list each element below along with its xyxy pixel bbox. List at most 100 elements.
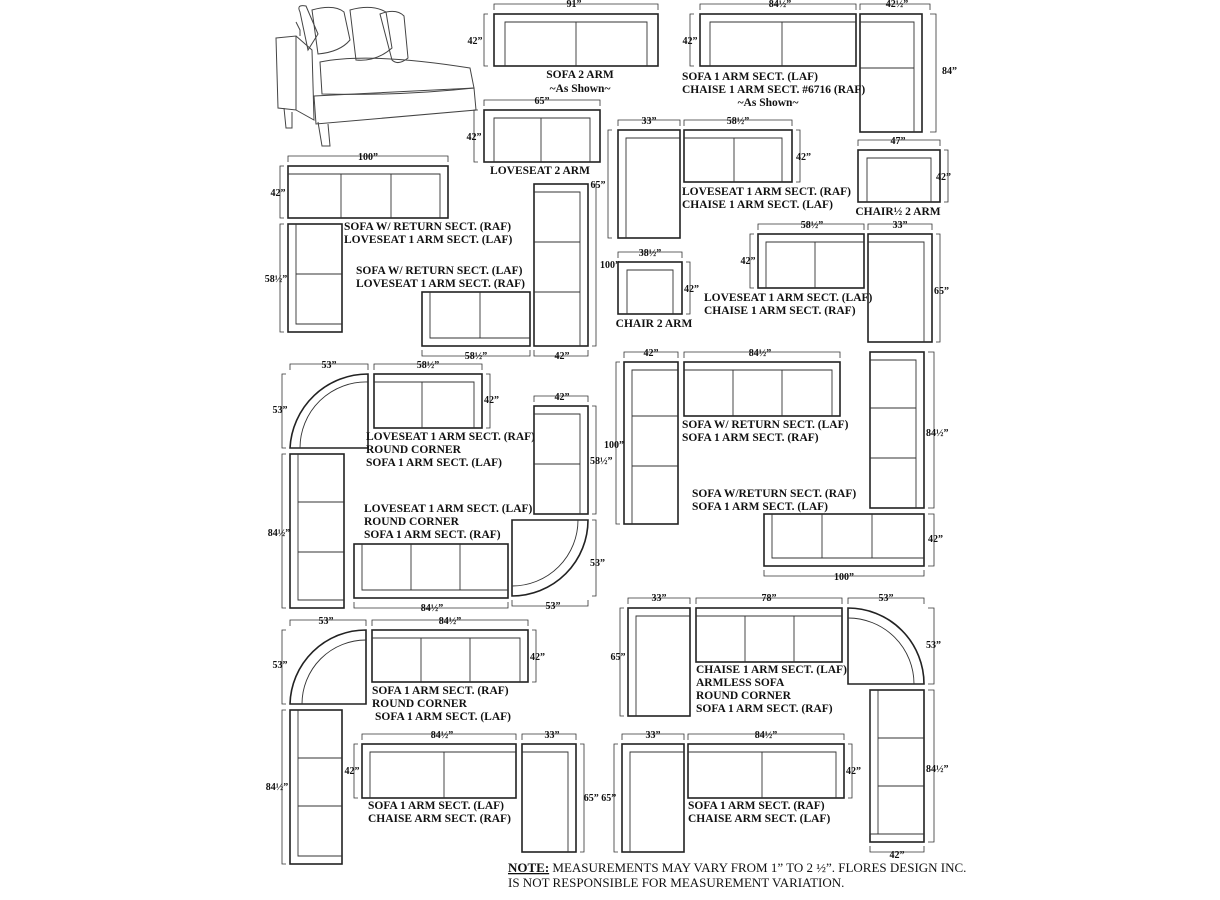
sofa-sketch-image	[275, 5, 477, 147]
dim-sofa-raf-width-2: 84½”	[421, 603, 444, 614]
dim-sofa-2-arm-depth: 42”	[468, 36, 483, 47]
label-sec2-line1: LOVESEAT 1 ARM SECT. (RAF)	[682, 186, 851, 198]
dim-loveseat-raf-depth: 42”	[796, 152, 811, 163]
dim-loveseat-laf-length: 58½”	[265, 274, 288, 285]
dim-chaise-raf-width-2: 33”	[893, 220, 908, 231]
label-sec1-line2: CHAISE 1 ARM SECT. #6716 (RAF)	[682, 84, 865, 96]
label-sec10-line1: CHAISE 1 ARM SECT. (LAF)	[696, 664, 847, 676]
dim-sofa-laf-width-5: 84½”	[431, 730, 454, 741]
dim-loveseat-raf-width: 58½”	[727, 116, 750, 127]
dim-chaise-laf-width: 33”	[642, 116, 657, 127]
note-label: NOTE:	[508, 860, 549, 875]
label-sec3-line2: LOVESEAT 1 ARM SECT. (LAF)	[344, 234, 513, 246]
dim-sofa-laf-length-1: 84½”	[268, 528, 291, 539]
label-chair-half: CHAIR½ 2 ARM	[855, 206, 940, 218]
dim-sofa-return-raf-depth-2: 42”	[928, 534, 943, 545]
dim-chair-width: 38½”	[639, 248, 662, 259]
sofa-chaise-sectional-6716	[689, 3, 937, 133]
dim-sofa-laf-depth: 42”	[683, 36, 698, 47]
label-sec6-line1: LOVESEAT 1 ARM SECT. (RAF)	[366, 431, 535, 443]
label-sec13-line2: CHAISE ARM SECT. (LAF)	[688, 813, 830, 825]
dim-loveseat-laf-width-2: 58½”	[801, 220, 824, 231]
dim-sofa-raf-width-4: 84½”	[439, 616, 462, 627]
label-sec9-line2: SOFA 1 ARM SECT. (LAF)	[692, 501, 828, 513]
label-sec7-line2: SOFA 1 ARM SECT. (RAF)	[682, 432, 819, 444]
sofa-return-raf-loveseat-laf	[279, 155, 449, 333]
label-sec12-line1: SOFA 1 ARM SECT. (LAF)	[368, 800, 504, 812]
dim-chair-half-width: 47”	[891, 136, 906, 147]
label-sec13-line1: SOFA 1 ARM SECT. (RAF)	[688, 800, 825, 812]
dim-sofa-laf-depth-5: 42”	[345, 766, 360, 777]
sofa-2-arm	[483, 3, 659, 67]
chaise-armless-round-corner-sofa	[619, 597, 935, 853]
dim-loveseat-laf-depth-3: 42”	[555, 392, 570, 403]
loveseat-round-corner-sofa-right	[353, 395, 597, 609]
dim-sofa-raf-depth-4: 42”	[530, 652, 545, 663]
dim-sofa-return-laf-length-2: 100”	[604, 440, 624, 451]
dim-loveseat-laf-length-3: 58½”	[590, 456, 613, 467]
note-text-1: MEASUREMENTS MAY VARY FROM 1” TO 2 ½”. F…	[549, 860, 966, 875]
dim-loveseat-2-arm-depth: 42”	[467, 132, 482, 143]
dim-loveseat-2-arm-width: 65”	[535, 96, 550, 107]
dim-sofa-return-laf-depth-2: 42”	[644, 348, 659, 359]
loveseat-round-corner-sofa-left	[281, 363, 491, 609]
dim-loveseat-laf-depth-2: 42”	[741, 256, 756, 267]
dim-loveseat-raf-width-3: 58½”	[417, 360, 440, 371]
label-sec2-line2: CHAISE 1 ARM SECT. (LAF)	[682, 199, 833, 211]
dim-round-corner-1-width: 53”	[322, 360, 337, 371]
label-sec4-line1: SOFA W/ RETURN SECT. (LAF)	[356, 265, 523, 277]
label-sec10-line4: SOFA 1 ARM SECT. (RAF)	[696, 703, 833, 715]
dim-chaise-raf-length: 84”	[942, 66, 957, 77]
label-sec10-line2: ARMLESS SOFA	[696, 677, 785, 689]
dim-sofa-laf-width: 84½”	[769, 0, 792, 10]
dim-loveseat-raf-width-2: 58½”	[465, 351, 488, 362]
label-sec8-line1: LOVESEAT 1 ARM SECT. (LAF)	[364, 503, 533, 515]
dim-sofa-2-arm-width: 91”	[567, 0, 582, 10]
dim-round-corner-4-width: 53”	[319, 616, 334, 627]
sofa-raf-chaise-laf	[613, 733, 853, 853]
label-sec11-line2: ROUND CORNER	[372, 698, 468, 710]
dim-sofa-return-raf-width: 100”	[358, 152, 378, 163]
dim-armless-sofa-width: 78”	[762, 593, 777, 604]
chair-2-arm	[617, 251, 691, 315]
label-sec10-line3: ROUND CORNER	[696, 690, 792, 702]
dim-sofa-raf-depth-6: 42”	[846, 766, 861, 777]
loveseat-chaise-sectional	[607, 119, 801, 239]
chair-and-half-2-arm	[857, 139, 949, 203]
dim-chaise-lengths-65-65: 65” 65”	[584, 793, 617, 804]
measurement-note-line1: NOTE: MEASUREMENTS MAY VARY FROM 1” TO 2…	[508, 860, 966, 875]
dim-sofa-return-raf-length-2: 84½”	[926, 428, 949, 439]
dim-chaise-laf-length-2: 65”	[611, 652, 626, 663]
dim-round-corner-3-width: 53”	[879, 593, 894, 604]
label-sec11-line3: SOFA 1 ARM SECT. (LAF)	[375, 711, 511, 723]
dim-round-corner-2-depth: 53”	[590, 558, 605, 569]
label-sec5-line1: LOVESEAT 1 ARM SECT. (LAF)	[704, 292, 873, 304]
dim-sofa-raf-length-3: 84½”	[926, 764, 949, 775]
label-sec4-line2: LOVESEAT 1 ARM SECT. (RAF)	[356, 278, 525, 290]
label-sec12-line2: CHAISE ARM SECT. (RAF)	[368, 813, 511, 825]
dim-sofa-raf-width-1: 84½”	[749, 348, 772, 359]
label-sec1-line1: SOFA 1 ARM SECT. (LAF)	[682, 71, 818, 83]
dim-sofa-raf-width-6: 84½”	[755, 730, 778, 741]
dim-round-corner-1-depth: 53”	[273, 405, 288, 416]
label-sec9-line1: SOFA W/RETURN SECT. (RAF)	[692, 488, 856, 500]
dim-chaise-laf-length: 65”	[591, 180, 606, 191]
label-sofa-2-arm-as-shown: ~As Shown~	[550, 83, 611, 95]
label-sec6-line3: SOFA 1 ARM SECT. (LAF)	[366, 457, 502, 469]
dim-chaise-raf-width: 42½”	[886, 0, 909, 10]
sofa-return-laf-sofa-raf	[615, 351, 841, 525]
measurement-note-line2: IS NOT RESPONSIBLE FOR MEASUREMENT VARIA…	[508, 875, 844, 890]
dim-sofa-laf-width-2: 100”	[834, 572, 854, 583]
dim-round-corner-3-depth: 53”	[926, 640, 941, 651]
label-loveseat-2-arm: LOVESEAT 2 ARM	[490, 165, 590, 177]
dim-chaise-raf-length-2: 65”	[934, 286, 949, 297]
label-sec5-line2: CHAISE 1 ARM SECT. (RAF)	[704, 305, 856, 317]
dim-chaise-laf-width-2: 33”	[652, 593, 667, 604]
label-sec8-line2: ROUND CORNER	[364, 516, 460, 528]
dim-chaise-laf-width-6: 33”	[646, 730, 661, 741]
dim-sofa-return-raf-depth: 42”	[271, 188, 286, 199]
dim-loveseat-raf-depth-3: 42”	[484, 395, 499, 406]
dim-sofa-return-laf-length: 100”	[600, 260, 620, 271]
loveseat-2-arm	[473, 99, 601, 163]
